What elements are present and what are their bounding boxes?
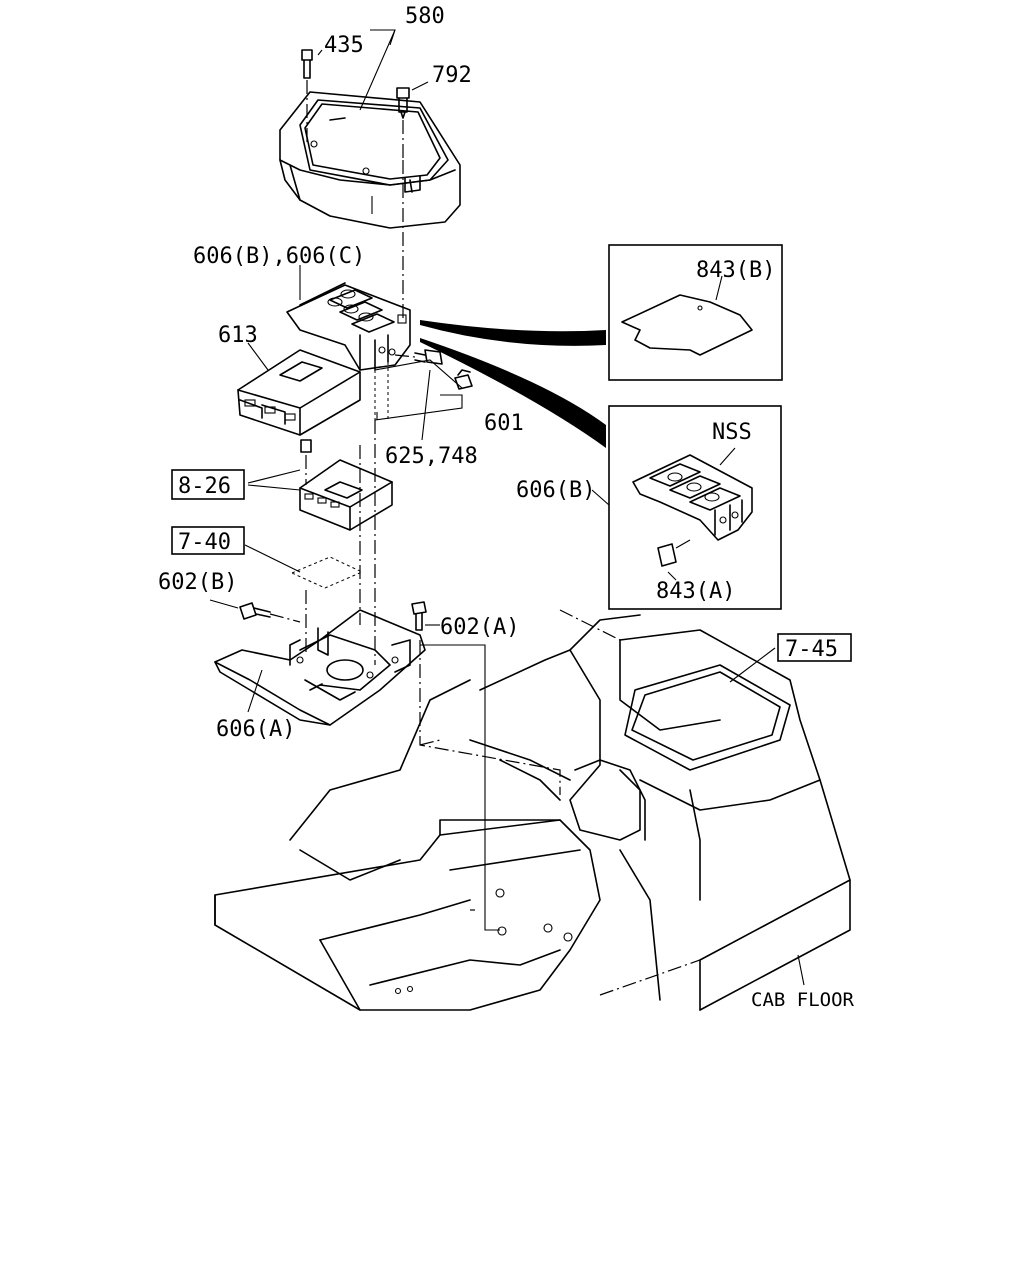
ref-826[interactable]: 8-26 bbox=[178, 474, 231, 499]
ref-740[interactable]: 7-40 bbox=[178, 530, 231, 555]
bolt-625-748 bbox=[394, 349, 443, 365]
label-602a: 602(A) bbox=[440, 615, 519, 640]
bolt-435 bbox=[301, 49, 313, 145]
label-792: 792 bbox=[432, 63, 472, 88]
label-606b: 606(B) bbox=[516, 478, 595, 503]
bracket-606a bbox=[214, 420, 426, 726]
ecu-613 bbox=[237, 349, 361, 436]
bolt-602a bbox=[411, 601, 500, 931]
module-826 bbox=[299, 439, 393, 531]
label-580: 580 bbox=[405, 4, 445, 29]
bracket-606bc bbox=[286, 160, 411, 420]
label-435: 435 bbox=[324, 33, 364, 58]
inset-606b bbox=[608, 405, 782, 610]
label-625-748: 625,748 bbox=[385, 444, 478, 469]
bolt-602b bbox=[239, 602, 301, 623]
ref-box-740[interactable] bbox=[171, 526, 245, 555]
label-nss: NSS bbox=[712, 420, 752, 445]
label-cab-floor: CAB FLOOR bbox=[751, 989, 855, 1011]
leader-lines bbox=[209, 29, 805, 986]
ref-box-826[interactable] bbox=[171, 469, 245, 500]
label-843b: 843(B) bbox=[696, 258, 775, 283]
label-613: 613 bbox=[218, 323, 258, 348]
clip-792 bbox=[396, 87, 410, 160]
cover-580 bbox=[279, 91, 461, 229]
inset-843b bbox=[608, 244, 783, 381]
label-602b: 602(B) bbox=[158, 570, 237, 595]
leader-601 bbox=[374, 359, 463, 421]
ref-box-745[interactable] bbox=[777, 633, 852, 662]
cab-floor-body bbox=[214, 609, 851, 1011]
label-606a: 606(A) bbox=[216, 717, 295, 742]
label-843a: 843(A) bbox=[656, 579, 735, 604]
callout-arrow-606b bbox=[420, 338, 606, 448]
label-601: 601 bbox=[484, 411, 524, 436]
callout-arrow-843b bbox=[420, 320, 606, 346]
leader-606b-inset bbox=[591, 489, 610, 506]
ref-745[interactable]: 7-45 bbox=[785, 637, 838, 662]
label-606bc: 606(B),606(C) bbox=[193, 244, 365, 269]
pad-740 bbox=[290, 556, 364, 589]
nut-601 bbox=[454, 369, 473, 390]
